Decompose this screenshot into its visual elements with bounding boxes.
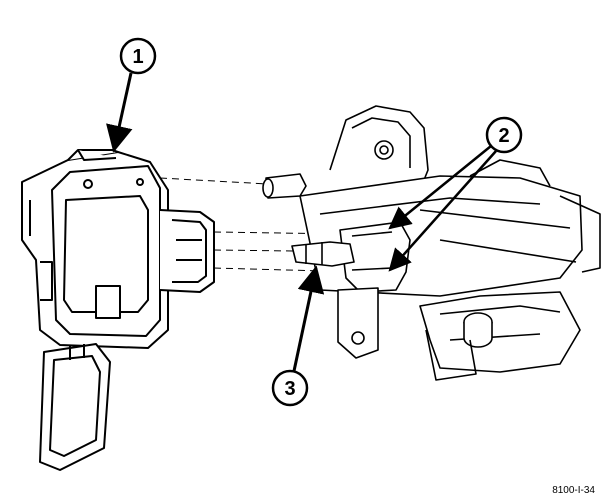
callout-3: 3 (271, 265, 325, 407)
callout-2: 2 (388, 116, 523, 272)
figure-code: 8100-I-34 (552, 485, 595, 496)
callout-1-label: 1 (132, 46, 143, 68)
component-housing (21, 149, 215, 471)
callout-3-leader (292, 265, 325, 372)
callout-3-circle (271, 369, 309, 407)
callout-1: 1 (106, 37, 157, 153)
callout-2-label: 2 (498, 125, 509, 147)
callout-1-circle (119, 37, 157, 75)
callout-3-label: 3 (284, 378, 295, 400)
callout-2-circle (485, 116, 523, 154)
callout-1-leader (106, 72, 133, 153)
callout-2-leader-upper (388, 145, 492, 230)
steering-column-bracket (262, 105, 601, 381)
callout-2-leader-lower (388, 150, 497, 272)
